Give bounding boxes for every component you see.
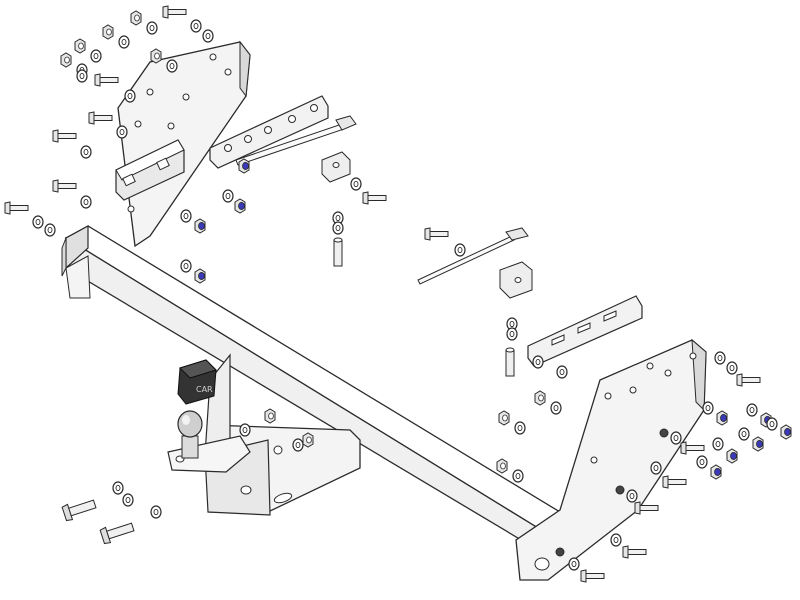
washer	[76, 69, 88, 83]
washer	[90, 49, 102, 63]
washer	[118, 35, 130, 49]
washer	[80, 195, 92, 209]
washer	[222, 189, 234, 203]
washer	[32, 215, 44, 229]
washer	[610, 533, 622, 547]
washer	[550, 401, 562, 415]
bolt	[4, 201, 29, 215]
left-plate-bracket	[115, 139, 185, 201]
washer	[696, 455, 708, 469]
lock-nut	[716, 410, 728, 426]
stud-right	[505, 347, 515, 377]
bolt	[52, 179, 77, 193]
bolt	[94, 73, 119, 87]
large-bolt	[61, 499, 97, 522]
washer	[202, 29, 214, 43]
nut	[302, 432, 314, 448]
right-spacer-strip	[527, 295, 643, 367]
washer	[712, 437, 724, 451]
washer	[180, 259, 192, 273]
nut	[496, 458, 508, 474]
washer	[454, 243, 466, 257]
lock-nut	[726, 448, 738, 464]
washer	[146, 21, 158, 35]
lock-nut	[752, 436, 764, 452]
bolt	[662, 475, 687, 489]
left-mounting-plate	[117, 40, 251, 248]
left-spacer-strip	[209, 95, 357, 169]
nut	[534, 390, 546, 406]
washer	[150, 505, 162, 519]
washer	[112, 481, 124, 495]
washer	[532, 355, 544, 369]
washer	[556, 365, 568, 379]
right-support-bracket	[499, 261, 533, 299]
washer	[332, 221, 344, 235]
washer	[512, 469, 524, 483]
bolt	[88, 111, 113, 125]
washer	[568, 557, 580, 571]
washer	[116, 125, 128, 139]
socket-label: CAR	[196, 385, 213, 394]
washer	[80, 145, 92, 159]
nut	[60, 52, 72, 68]
washer	[670, 431, 682, 445]
tow-ball	[177, 410, 203, 459]
washer	[292, 438, 304, 452]
lock-nut	[780, 424, 792, 440]
bolt	[580, 569, 605, 583]
bolt	[52, 129, 77, 143]
tow-ball-flange	[167, 435, 251, 473]
washer	[122, 493, 134, 507]
bolt	[362, 191, 387, 205]
washer	[738, 427, 750, 441]
bolt	[424, 227, 449, 241]
washer	[702, 401, 714, 415]
lock-nut	[234, 198, 246, 214]
washer	[350, 177, 362, 191]
bolt	[736, 373, 761, 387]
nut	[264, 408, 276, 424]
washer	[626, 489, 638, 503]
nut	[150, 48, 162, 64]
washer	[766, 417, 778, 431]
right-strap	[417, 227, 529, 285]
washer	[190, 19, 202, 33]
left-support-bracket	[321, 151, 351, 183]
bolt	[680, 441, 705, 455]
nut	[74, 38, 86, 54]
nut	[130, 10, 142, 26]
nut	[498, 410, 510, 426]
bolt	[634, 501, 659, 515]
right-mounting-plate	[515, 338, 707, 581]
bolt	[622, 545, 647, 559]
nut	[102, 24, 114, 40]
lock-nut	[238, 158, 250, 174]
washer	[650, 461, 662, 475]
washer	[124, 89, 136, 103]
washer	[514, 421, 526, 435]
washer	[506, 327, 518, 341]
electrical-socket: CAR	[177, 359, 217, 405]
washer	[166, 59, 178, 73]
cross-beam	[61, 224, 562, 552]
lock-nut	[194, 268, 206, 284]
stud-left	[333, 237, 343, 267]
washer	[239, 423, 251, 437]
washer	[746, 403, 758, 417]
washer	[714, 351, 726, 365]
washer	[44, 223, 56, 237]
lock-nut	[710, 464, 722, 480]
washer	[180, 209, 192, 223]
large-bolt	[99, 522, 135, 545]
washer	[726, 361, 738, 375]
lock-nut	[194, 218, 206, 234]
bolt	[162, 5, 187, 19]
